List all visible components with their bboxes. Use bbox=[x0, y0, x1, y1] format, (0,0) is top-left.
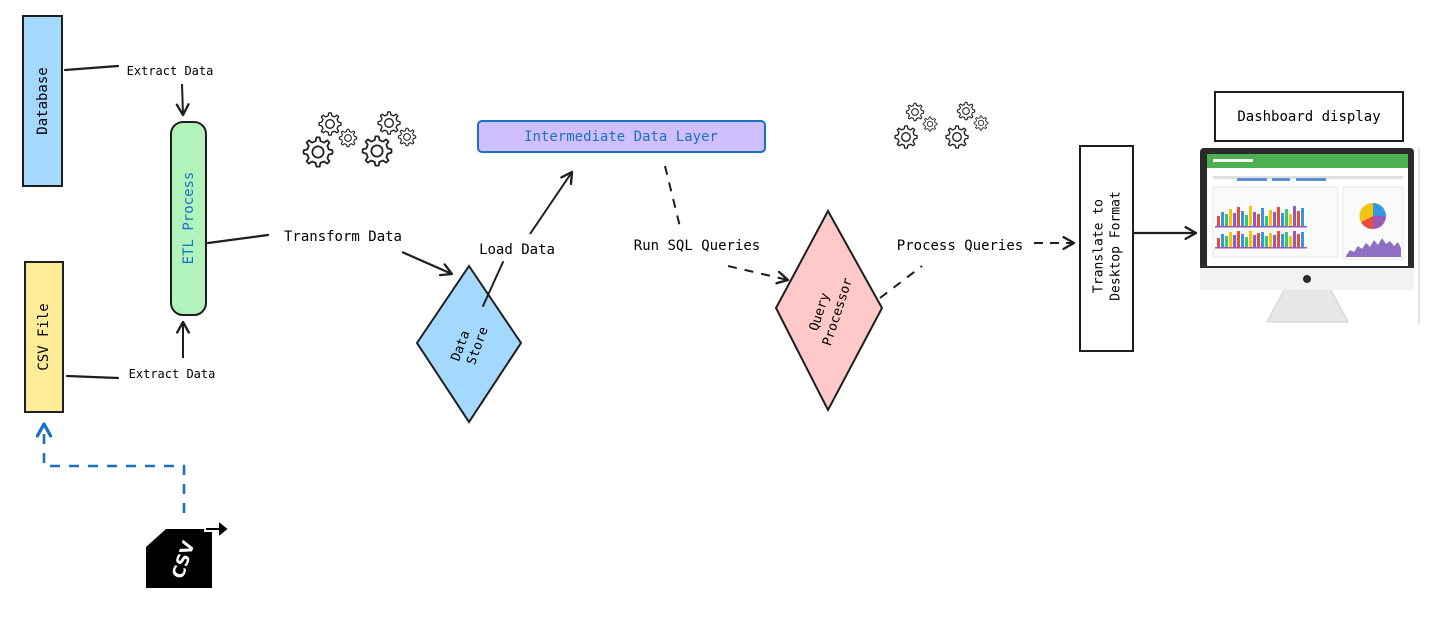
data-store-node: Data Store bbox=[415, 264, 523, 424]
run-sql-label: Run SQL Queries bbox=[634, 238, 760, 254]
csv-file-icon: CSV bbox=[146, 517, 231, 588]
upload-arrow bbox=[44, 424, 186, 513]
extract-csv-label: Extract Data bbox=[129, 367, 216, 381]
edge-transform: Transform Data bbox=[206, 229, 454, 277]
edge-run-sql: Run SQL Queries bbox=[634, 165, 790, 285]
mini-pie bbox=[1359, 202, 1386, 230]
database-label: Database bbox=[35, 67, 51, 134]
load-label: Load Data bbox=[479, 242, 555, 258]
edge-process-queries: Process Queries bbox=[879, 236, 1076, 299]
edge-extract-db: Extract Data bbox=[63, 64, 214, 117]
csv-file-node: CSV File bbox=[24, 261, 64, 413]
gears-icon bbox=[894, 101, 989, 149]
gears-icon bbox=[302, 111, 417, 168]
extract-db-label: Extract Data bbox=[127, 64, 214, 78]
query-processor-node: Query Processor bbox=[774, 208, 884, 413]
dashboard-display-node: Dashboard display bbox=[1214, 91, 1404, 142]
edge-load: Load Data bbox=[479, 170, 574, 307]
mini-bars bbox=[1215, 206, 1307, 249]
database-node: Database bbox=[22, 15, 63, 187]
translate-label-2: Desktop Format bbox=[1109, 191, 1124, 301]
intermediate-layer-node: Intermediate Data Layer bbox=[477, 120, 766, 153]
etl-process-node: ETL Process bbox=[170, 121, 207, 316]
intermediate-layer-label: Intermediate Data Layer bbox=[524, 129, 718, 145]
monitor-dashboard-icon bbox=[1200, 148, 1420, 324]
csv-file-label: CSV File bbox=[36, 303, 52, 370]
transform-label: Transform Data bbox=[284, 229, 402, 245]
dashboard-display-label: Dashboard display bbox=[1237, 109, 1380, 125]
translate-node: Translate to Desktop Format bbox=[1079, 145, 1134, 352]
etl-process-label: ETL Process bbox=[181, 172, 197, 265]
edge-extract-csv: Extract Data bbox=[65, 320, 216, 381]
translate-label-1: Translate to bbox=[1092, 199, 1107, 293]
process-queries-label: Process Queries bbox=[897, 238, 1023, 254]
